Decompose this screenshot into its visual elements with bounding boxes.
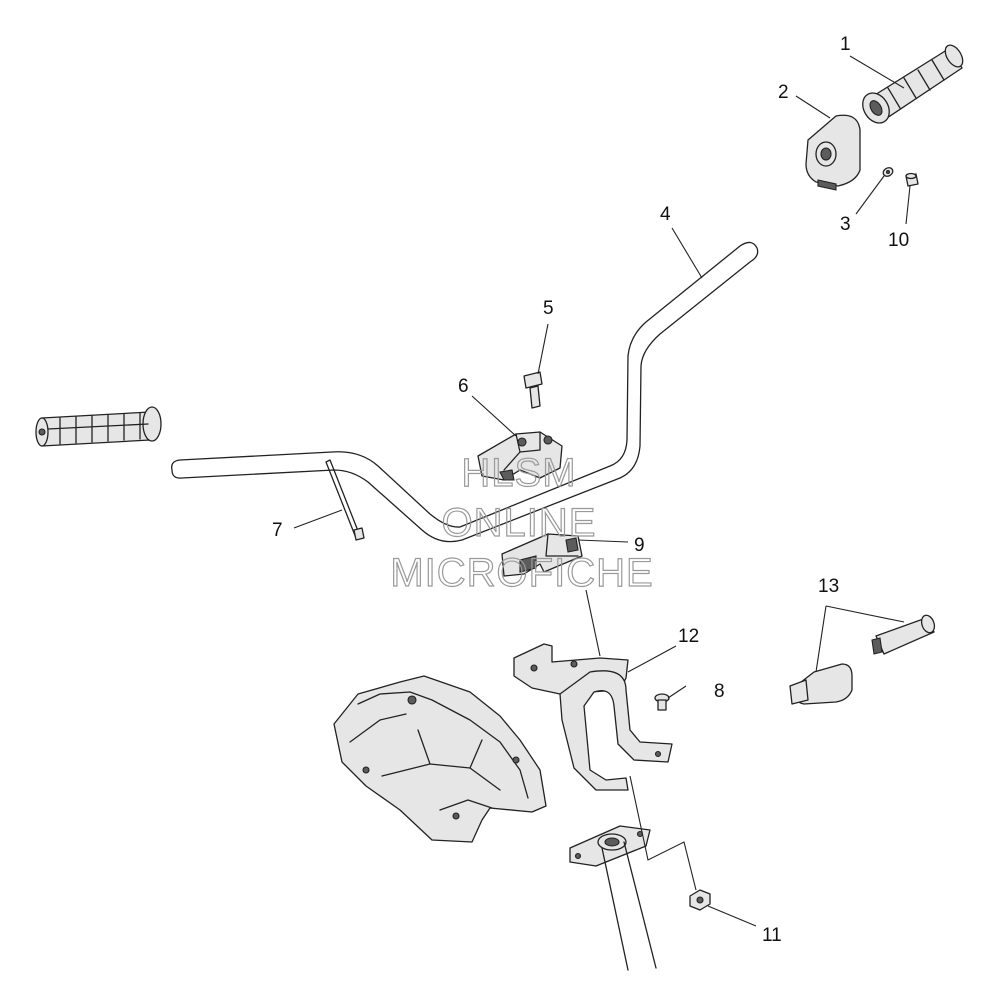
callout-4: 4 bbox=[660, 204, 671, 225]
leader-lines bbox=[293, 55, 911, 927]
screw-8[interactable] bbox=[654, 693, 670, 711]
bracket[interactable] bbox=[513, 643, 673, 791]
watermark-line-3: MICROFICHE bbox=[390, 551, 653, 595]
callout-2: 2 bbox=[778, 82, 789, 103]
callout-5: 5 bbox=[543, 298, 554, 319]
callout-8: 8 bbox=[714, 681, 725, 702]
right-grip[interactable] bbox=[857, 42, 966, 128]
front-cover[interactable] bbox=[333, 675, 547, 843]
callout-11: 11 bbox=[762, 925, 782, 946]
screw-3[interactable] bbox=[882, 166, 895, 178]
watermark-line-1: HLSM bbox=[461, 451, 576, 495]
callout-10: 10 bbox=[888, 230, 909, 251]
callout-13: 13 bbox=[818, 576, 839, 597]
bolt[interactable] bbox=[523, 371, 543, 409]
handlebar[interactable] bbox=[171, 241, 759, 543]
callout-labels: 1 2 3 4 5 6 7 8 9 10 11 12 13 bbox=[272, 34, 909, 946]
nut[interactable] bbox=[689, 889, 711, 911]
lower-clamp[interactable] bbox=[501, 533, 583, 577]
callout-7: 7 bbox=[272, 520, 283, 541]
watermark: HLSM ONLINE MICROFICHE bbox=[390, 450, 654, 595]
upper-clamp[interactable] bbox=[477, 431, 563, 481]
watermark-line-2: ONLINE bbox=[442, 501, 597, 545]
screw-10[interactable] bbox=[905, 172, 919, 187]
callout-3: 3 bbox=[840, 214, 851, 235]
callout-1: 1 bbox=[840, 34, 851, 55]
steering-column[interactable] bbox=[569, 825, 657, 971]
switch-assembly[interactable] bbox=[789, 613, 937, 705]
callout-9: 9 bbox=[634, 535, 645, 556]
cable-tie[interactable] bbox=[325, 459, 365, 541]
callout-12: 12 bbox=[678, 626, 699, 647]
left-grip[interactable] bbox=[35, 406, 162, 447]
callout-6: 6 bbox=[458, 376, 469, 397]
throttle-housing[interactable] bbox=[805, 114, 861, 191]
